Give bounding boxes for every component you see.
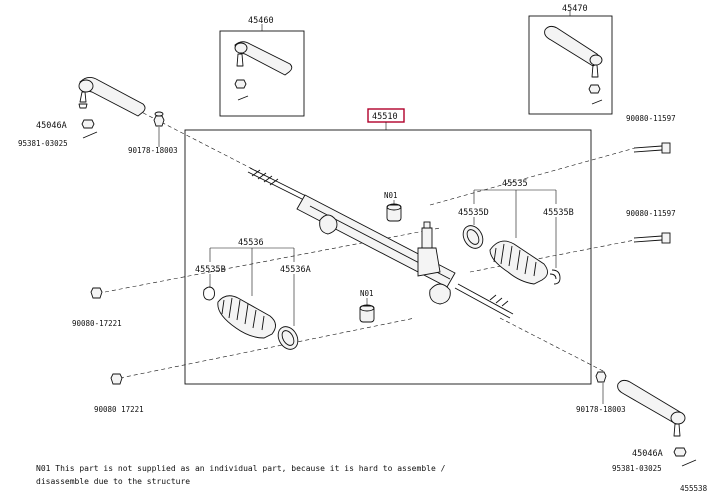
label-n01-top: N01 [384,191,398,200]
assembly-line-4 [119,317,416,379]
tie-rod-end-right [617,379,686,437]
nut-90080-left-lower [110,373,123,385]
footnote-line-1: N01 This part is not supplied as an indi… [36,464,446,473]
label-45536A: 45536A [280,265,311,275]
boot-45535 [489,240,548,285]
label-45535D: 45535D [458,208,489,218]
label-90080-left-upper: 90080-17221 [72,319,122,328]
nut-90178-left [153,111,165,127]
label-n01-bottom: N01 [360,289,374,298]
nut-45046A-left [81,119,95,129]
label-90080-top-right: 90080-11597 [626,114,676,123]
footnote-line-2: disassemble due to the structure [36,477,190,486]
label-90080-mid-right: 90080-11597 [626,209,676,218]
label-45460: 45460 [248,16,274,26]
label-45536: 45536 [238,238,264,248]
clamp-45535B-left [203,286,215,301]
bushing-n01-bottom [359,304,375,323]
label-90178-right: 90178-18003 [576,405,626,414]
tie-rod-end-45470 [544,25,603,105]
bracket-45536 [209,247,295,296]
nut-45046A-right [673,447,687,457]
assembly-line-2 [499,317,606,373]
diagram-code: 455538 [680,484,708,493]
boot-45536 [217,295,276,339]
assembly-line-5 [429,147,636,206]
bolt-90080-top-right [633,142,671,154]
assembly-line-6 [469,239,636,273]
label-90080-left-lower: 90080 17221 [94,405,144,414]
label-45535B-left: 45535B [195,265,226,275]
assembly-line-3 [104,227,441,293]
label-90178-left: 90178-18003 [128,146,178,155]
cotter-pin-right [681,459,697,467]
assembly-frame [184,129,592,385]
nut-90178-right [595,371,607,383]
cotter-pin-left [82,131,98,139]
inset-box-45460 [219,30,305,117]
label-45046A-right: 45046A [632,449,663,459]
label-45046A-left: 45046A [36,121,67,131]
label-45535B-right: 45535B [543,208,574,218]
bolt-90080-mid-right [633,232,671,244]
clamp-45535D [462,225,484,249]
bushing-n01-top [386,203,402,222]
steering-rack-body [247,167,514,319]
label-45535: 45535 [502,179,528,189]
inset-box-45470 [528,15,613,115]
assembly-line-1 [117,99,271,179]
label-45470: 45470 [562,4,588,14]
label-95381-right: 95381-03025 [612,464,662,473]
clamp-45536A [277,326,299,350]
label-95381-left: 95381-03025 [18,139,68,148]
tie-rod-end-45460 [234,41,293,101]
bracket-45535 [473,189,557,238]
tie-rod-end-left [78,77,146,117]
clamp-45535B-right [549,269,561,285]
label-45510: 45510 [372,112,398,122]
nut-90080-left-upper [90,287,103,299]
